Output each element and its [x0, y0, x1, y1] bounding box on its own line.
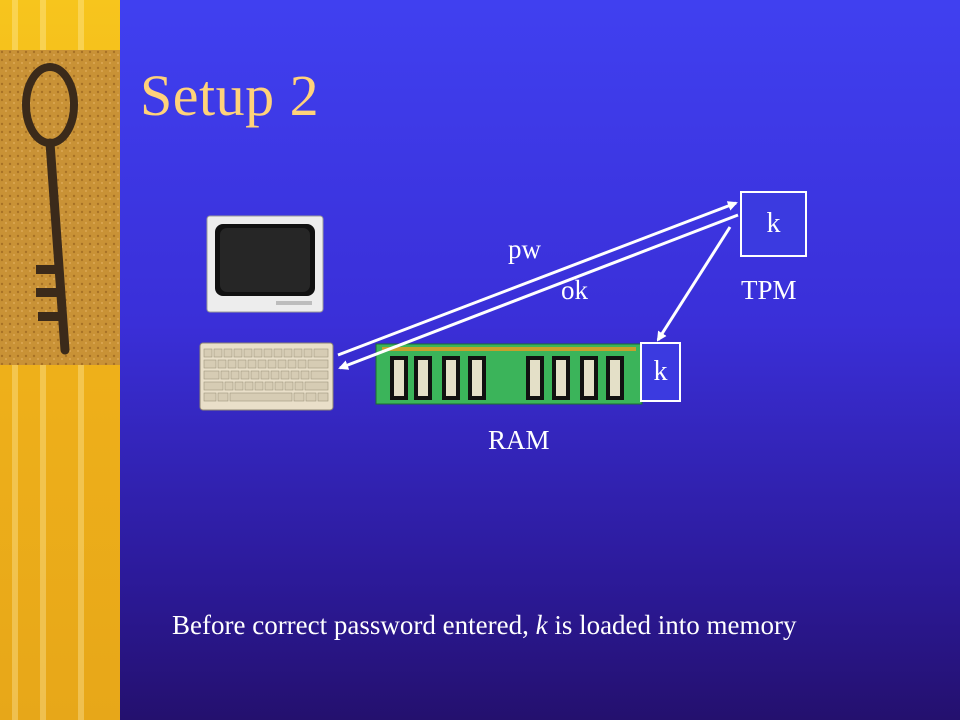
caption-text-start: Before correct password entered, — [172, 610, 536, 640]
slide-caption: Before correct password entered, k is lo… — [172, 610, 797, 641]
pw-label: pw — [508, 234, 541, 264]
slide-title: Setup 2 — [140, 63, 320, 128]
tpm-label: TPM — [741, 275, 797, 305]
arrow-pw — [337, 201, 738, 357]
caption-text-end: is loaded into memory — [547, 610, 797, 640]
ram-key-box: k — [640, 342, 681, 402]
monitor-icon — [206, 215, 324, 313]
ram-module-icon — [375, 343, 643, 405]
ok-label: ok — [561, 275, 588, 305]
caption-key-var: k — [535, 610, 548, 640]
tpm-key-box: k — [740, 191, 807, 257]
key-icon — [0, 50, 120, 365]
arrow-ok — [338, 213, 739, 370]
arrow-key-load — [656, 226, 732, 342]
ram-label: RAM — [488, 425, 550, 455]
keyboard-icon — [199, 342, 334, 411]
